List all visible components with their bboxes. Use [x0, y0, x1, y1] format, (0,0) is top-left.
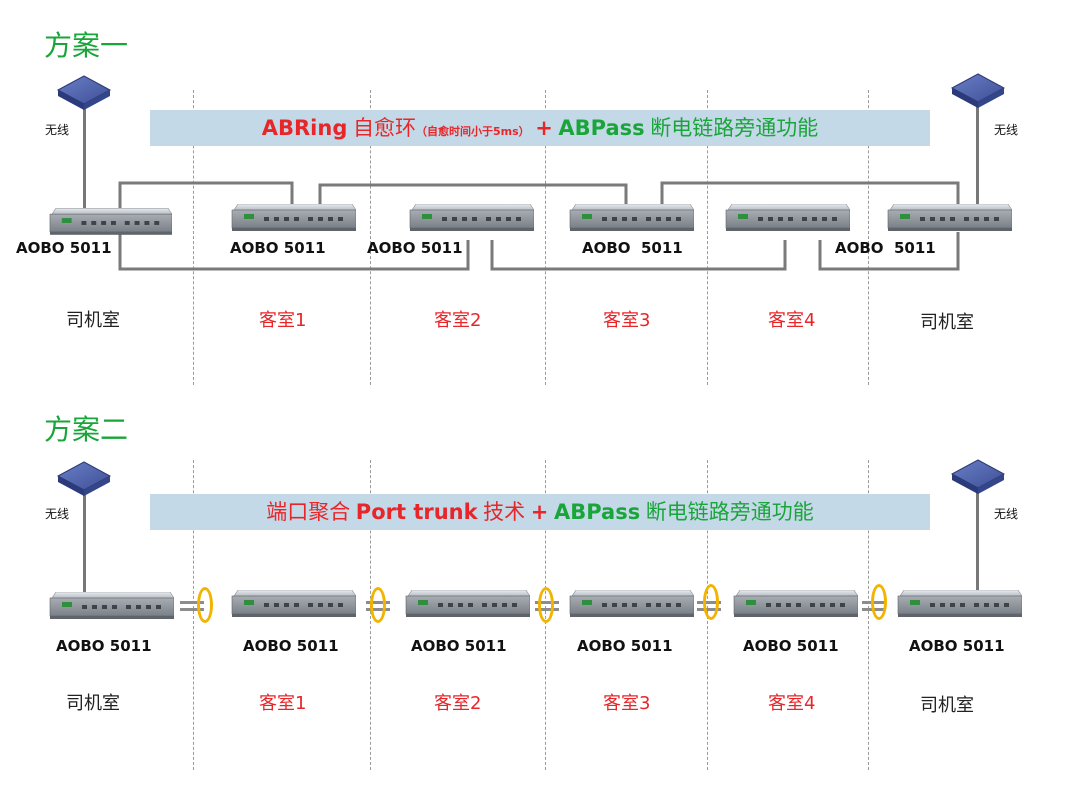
scheme1-banner: ABRing 自愈环（自愈时间小于5ms） + ABPass 断电链路旁通功能 [150, 110, 930, 146]
scheme2-banner: 端口聚合 Port trunk 技术 + ABPass 断电链路旁通功能 [150, 494, 930, 530]
device-label: AOBO 5011 [16, 239, 112, 257]
room-label: 司机室 [920, 695, 974, 716]
switch-icon [230, 204, 356, 232]
device-label: AOBO 5011 [230, 239, 326, 257]
banner-abring: ABRing [261, 116, 348, 140]
room-label: 客室4 [768, 693, 816, 714]
banner-abpass: ABPass [558, 116, 645, 140]
room-label: 客室3 [603, 310, 651, 331]
banner-bypass-function: 断电链路旁通功能 [650, 116, 819, 140]
room-label: 司机室 [920, 312, 974, 333]
switch-icon [896, 590, 1022, 618]
device-label: AOBO 5011 [243, 637, 339, 655]
separator-line [370, 90, 371, 385]
room-label: 客室2 [434, 693, 482, 714]
device-label: AOBO 5011 [743, 637, 839, 655]
room-label: 客室2 [434, 310, 482, 331]
banner-self-healing: 自愈环 [352, 116, 416, 140]
antenna-pole [83, 484, 86, 598]
switch-icon [408, 204, 534, 232]
device-label: AOBO 5011 [835, 239, 936, 257]
banner-plus: + [535, 116, 553, 140]
separator-line [193, 90, 194, 385]
switch-icon [732, 590, 858, 618]
switch-icon [568, 590, 694, 618]
trunk-link [180, 608, 204, 611]
banner-plus: + [530, 500, 549, 524]
ring-wiring [118, 181, 960, 271]
device-label: AOBO 5011 [56, 637, 152, 655]
banner-technology: 技术 [483, 500, 526, 524]
banner-port-aggregation: 端口聚合 [266, 500, 351, 524]
device-label: AOBO 5011 [367, 239, 463, 257]
switch-icon [724, 204, 850, 232]
device-label: AOBO 5011 [411, 637, 507, 655]
room-label: 客室1 [259, 310, 307, 331]
wireless-label: 无线 [994, 123, 1019, 137]
banner-bypass-function: 断电链路旁通功能 [645, 500, 814, 524]
trunk-ring-icon [538, 587, 554, 623]
device-label: AOBO 5011 [909, 637, 1005, 655]
separator-line [545, 90, 546, 385]
separator-line [707, 90, 708, 385]
switch-icon [48, 592, 174, 620]
trunk-link [180, 601, 204, 604]
router-icon [54, 456, 114, 496]
antenna-pole [976, 100, 979, 210]
room-label: 司机室 [66, 693, 120, 714]
wireless-label: 无线 [45, 507, 70, 521]
trunk-ring-icon [370, 587, 386, 623]
scheme2-title: 方案二 [44, 413, 129, 446]
antenna-pole [83, 100, 86, 210]
separator-line [193, 460, 194, 770]
switch-icon [404, 590, 530, 618]
banner-heal-time: （自愈时间小于5ms） [415, 125, 530, 138]
antenna-pole [976, 484, 979, 598]
wireless-label: 无线 [45, 123, 70, 137]
device-label: AOBO 5011 [582, 239, 683, 257]
wireless-label: 无线 [994, 507, 1019, 521]
room-label: 司机室 [66, 310, 120, 331]
room-label: 客室3 [603, 693, 651, 714]
switch-icon [48, 208, 172, 236]
router-icon [948, 68, 1008, 108]
banner-abpass: ABPass [553, 500, 641, 524]
device-label: AOBO 5011 [577, 637, 673, 655]
switch-icon [886, 204, 1012, 232]
router-icon [948, 454, 1008, 494]
separator-line [868, 90, 869, 385]
trunk-ring-icon [197, 587, 213, 623]
switch-icon [230, 590, 356, 618]
switch-icon [568, 204, 694, 232]
trunk-ring-icon [871, 584, 887, 620]
room-label: 客室4 [768, 310, 816, 331]
room-label: 客室1 [259, 693, 307, 714]
scheme1-title: 方案一 [44, 29, 129, 62]
router-icon [54, 70, 114, 110]
trunk-ring-icon [703, 584, 719, 620]
separator-line [868, 460, 869, 770]
banner-port-trunk: Port trunk [355, 500, 478, 524]
